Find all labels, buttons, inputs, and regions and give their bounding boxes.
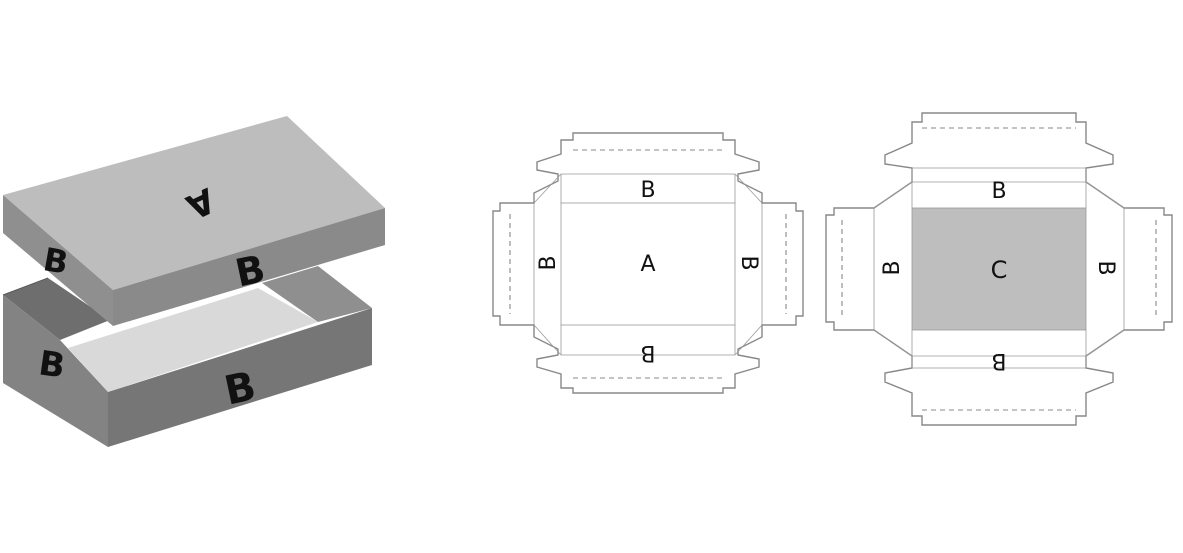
base-net-right-label: B: [1093, 260, 1118, 275]
lid-front-face: [113, 208, 385, 326]
base-net-corner-tl: [873, 181, 913, 209]
base-net-bottom-label: B: [991, 348, 1006, 373]
base-net-corner-tr: [1085, 181, 1125, 209]
box-base: B B: [2, 266, 372, 447]
lid-net-center-label: A: [640, 252, 655, 277]
lid-net-corner-br: [734, 324, 763, 356]
base-net-top-label: B: [991, 179, 1006, 204]
lid-net-top-label: B: [640, 178, 655, 203]
lid-net-corner-tl: [533, 173, 562, 204]
lid-net-corner-bl: [533, 324, 562, 356]
base-net-left-label: B: [880, 260, 905, 275]
isometric-box: B B A B B: [2, 116, 385, 447]
base-net-center-panel: [911, 207, 1087, 331]
base-front-wall: [108, 308, 372, 447]
lid-net-outline: [492, 132, 804, 394]
base-net-corner-bl: [873, 329, 913, 357]
lid-net: A B B B B: [492, 132, 804, 394]
lid-net-corner-tr: [734, 173, 763, 204]
lid-net-right-label: B: [736, 255, 761, 270]
base-net-corner-br: [1085, 329, 1125, 357]
lid-left-face: [3, 195, 113, 326]
base-left-wall: [3, 295, 108, 447]
lid-net-center-panel: [560, 202, 736, 326]
base-net-center-label: C: [991, 256, 1008, 284]
lid-net-left-label: B: [536, 255, 561, 270]
base-back-wall: [3, 278, 110, 340]
lid-top-face: [3, 116, 385, 290]
lid-net-bottom-label: B: [640, 340, 655, 365]
base-left-label: B: [36, 343, 67, 386]
base-right-inner-wall: [262, 266, 372, 322]
base-inner-floor: [68, 288, 318, 392]
base-net: C B B B B: [825, 112, 1173, 426]
base-rim: [2, 277, 49, 296]
box-lid: A B B: [3, 116, 385, 326]
